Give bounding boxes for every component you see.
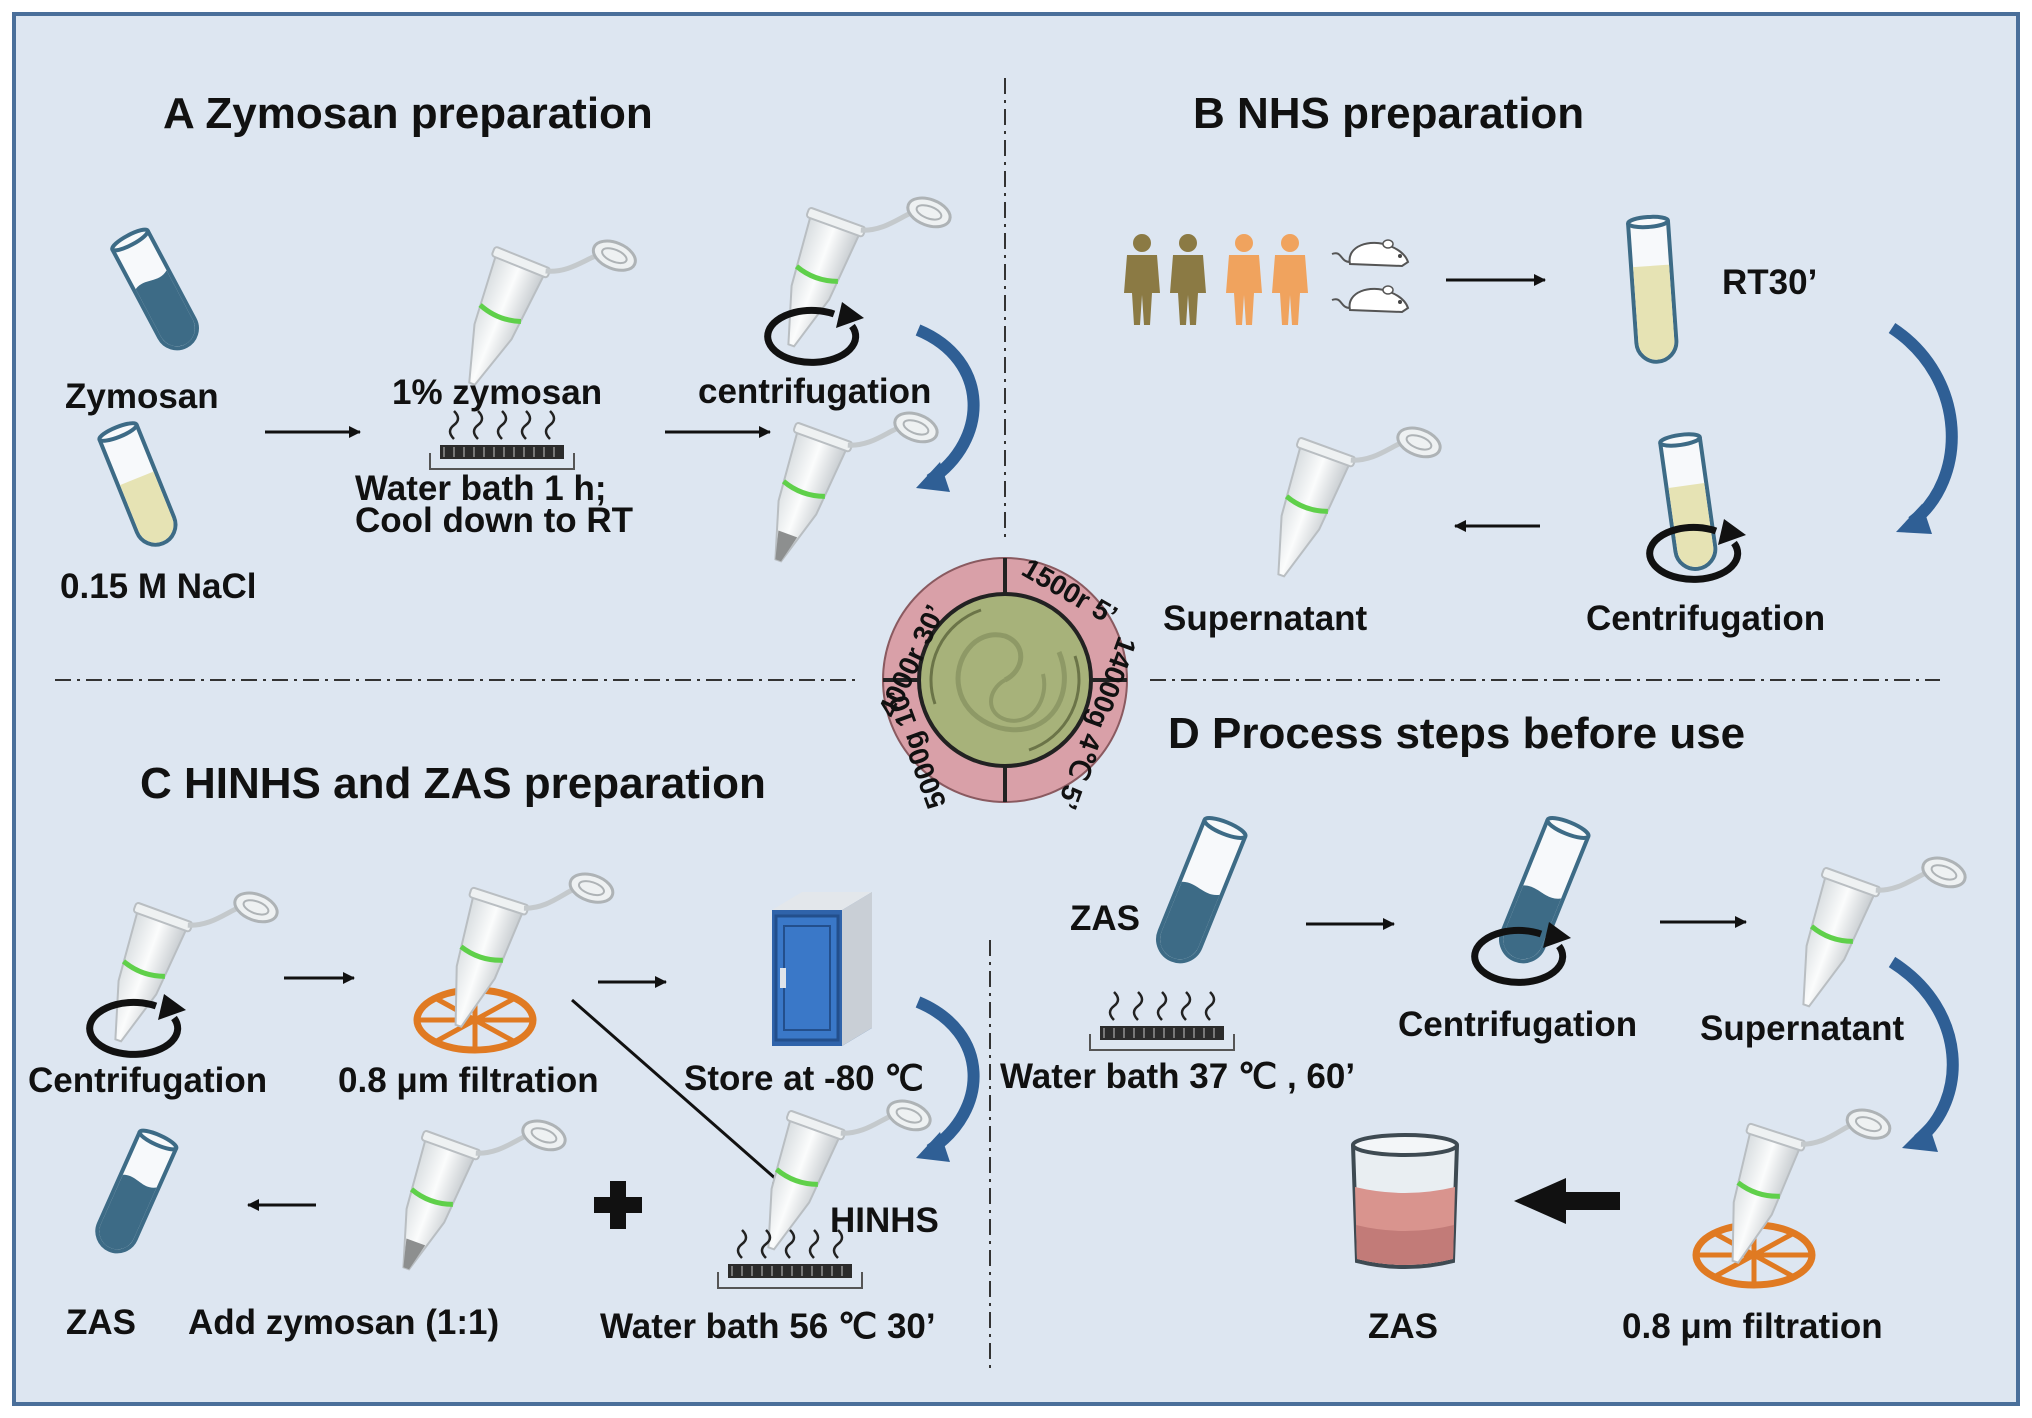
zas-label-d-out: ZAS xyxy=(1368,1307,1438,1346)
supernatant-label-d: Supernatant xyxy=(1700,1009,1905,1048)
zas-label-c: ZAS xyxy=(66,1303,136,1342)
water-bath-37-label: Water bath 37 ℃ , 60’ xyxy=(1000,1057,1355,1096)
water-bath-label-line2: Cool down to RT xyxy=(355,501,633,540)
zymosan-label: Zymosan xyxy=(65,377,219,416)
zas-label-d-in: ZAS xyxy=(1070,899,1140,938)
supernatant-label-b: Supernatant xyxy=(1163,599,1368,638)
panel-d-title: D Process steps before use xyxy=(1168,709,1745,758)
freezer-icon xyxy=(772,892,872,1046)
beaker-icon xyxy=(1351,1133,1459,1269)
filtration-label-c: 0.8 μm filtration xyxy=(338,1061,599,1100)
water-bath-label-line1: Water bath 1 h; xyxy=(355,469,607,508)
panel-a-title: A Zymosan preparation xyxy=(163,89,653,138)
centrifugation-label-a: centrifugation xyxy=(698,372,931,411)
centrifugation-label-c: Centrifugation xyxy=(28,1061,267,1100)
curved-arrow-icon xyxy=(915,996,980,1155)
rotor-dial-icon xyxy=(882,557,1128,803)
nacl-label: 0.15 M NaCl xyxy=(60,567,256,606)
test-tube-icon xyxy=(1499,816,1591,964)
curved-arrow-icon xyxy=(1888,322,1958,527)
rt30-label: RT30’ xyxy=(1722,263,1817,302)
store-label: Store at -80 ℃ xyxy=(684,1059,924,1098)
test-tube-icon xyxy=(1156,816,1248,964)
panel-dividers xyxy=(55,78,1940,1370)
panel-b-title: B NHS preparation xyxy=(1193,89,1584,138)
test-tube-icon xyxy=(1658,432,1718,571)
percent-zymosan-label: 1% zymosan xyxy=(392,373,602,412)
curved-arrow-icon xyxy=(1888,956,1959,1145)
panel-c-title: C HINHS and ZAS preparation xyxy=(140,759,766,808)
thick-arrow-icon xyxy=(1514,1178,1620,1224)
centrifugation-label-d: Centrifugation xyxy=(1398,1005,1637,1044)
test-tube-icon xyxy=(1626,214,1679,364)
centrifugation-label-b: Centrifugation xyxy=(1586,599,1825,638)
arrow xyxy=(571,998,785,1188)
curved-arrow-icon xyxy=(915,324,980,485)
filtration-label-d: 0.8 μm filtration xyxy=(1622,1307,1883,1346)
water-bath-56-label: Water bath 56 ℃ 30’ xyxy=(600,1307,936,1346)
plus-icon xyxy=(594,1181,642,1229)
add-zymosan-label: Add zymosan (1:1) xyxy=(188,1303,499,1342)
hinhs-label: HINHS xyxy=(830,1201,939,1240)
